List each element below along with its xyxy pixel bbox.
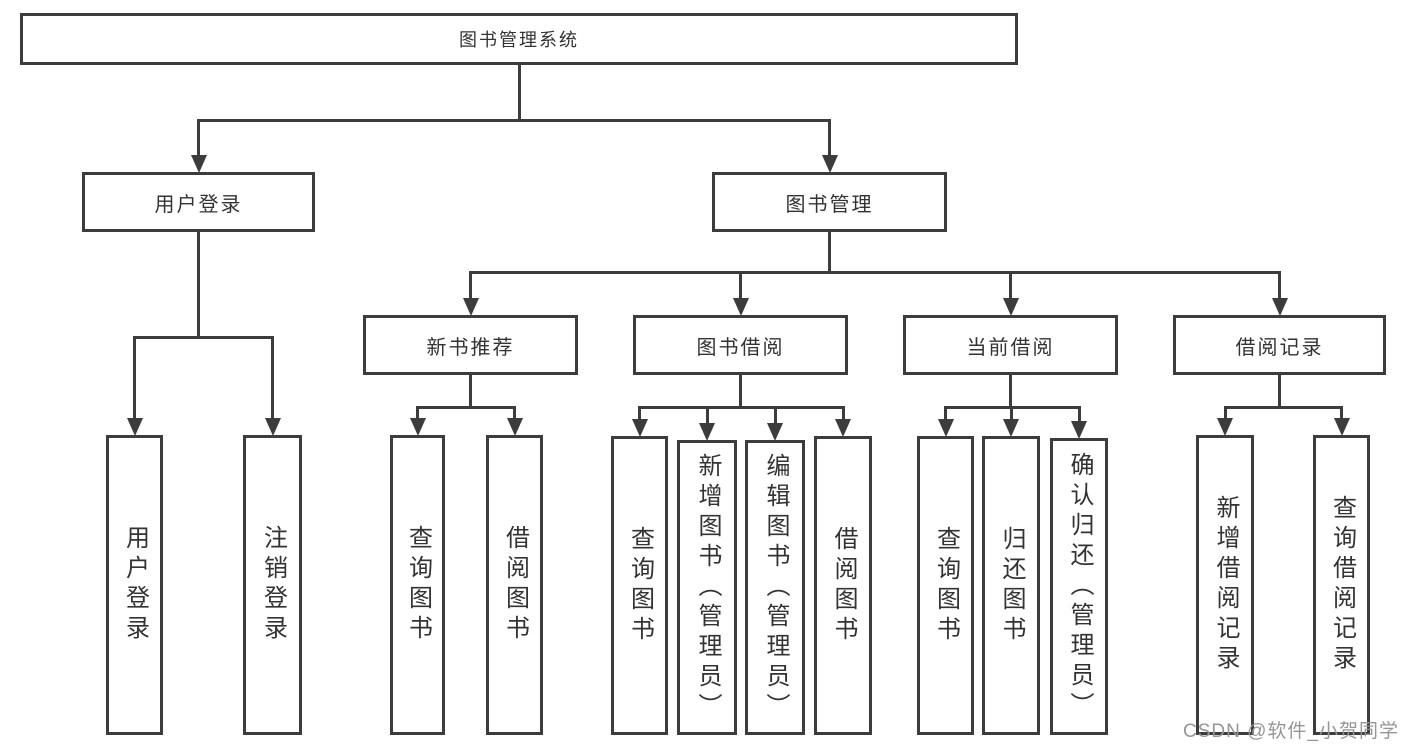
- connector-drop: [416, 407, 419, 420]
- connector-drop: [271, 337, 274, 420]
- arrowhead-down-icon: [1271, 298, 1288, 316]
- arrowhead-down-icon: [1217, 418, 1233, 436]
- connector-drop: [469, 272, 472, 300]
- arrowhead-down-icon: [821, 155, 838, 173]
- node-bor-borrow: 借阅图书: [814, 436, 872, 735]
- node-label: 新增图书（管理员）: [694, 452, 721, 723]
- node-label: 查询图书: [404, 525, 432, 645]
- connector-drop: [1009, 407, 1013, 421]
- connector-drop: [513, 407, 516, 420]
- connector-branch: [197, 118, 831, 122]
- node-bor-edit: 编辑图书（管理员）: [745, 440, 805, 735]
- connector-drop: [773, 407, 777, 425]
- connector-stem: [517, 64, 521, 122]
- connector-drop: [197, 120, 200, 157]
- connector-stem: [469, 374, 472, 409]
- node-logout: 注销登录: [243, 435, 302, 735]
- connector-drop: [1223, 407, 1227, 420]
- connector-branch: [416, 405, 516, 409]
- connector-branch: [469, 270, 1281, 274]
- connector-branch: [133, 335, 274, 339]
- node-label: 新书推荐: [426, 336, 515, 359]
- connector-drop: [1009, 272, 1012, 300]
- node-bor-query: 查询图书: [611, 436, 668, 735]
- node-records: 借阅记录: [1173, 315, 1386, 375]
- arrowhead-down-icon: [1333, 418, 1350, 436]
- watermark: CSDN @软件_小贺同学: [1183, 721, 1399, 742]
- node-bor-add: 新增图书（管理员）: [677, 440, 737, 735]
- node-cur-confirm: 确认归还（管理员）: [1050, 438, 1108, 735]
- connector-drop: [1340, 407, 1343, 420]
- arrowhead-down-icon: [506, 418, 523, 436]
- node-label: 查询借阅记录: [1328, 495, 1356, 675]
- node-label: 查询图书: [932, 525, 960, 646]
- node-borrowing: 图书借阅: [633, 315, 848, 375]
- connector-stem: [1009, 374, 1012, 409]
- arrowhead-down-icon: [462, 298, 479, 316]
- node-label: 借阅图书: [830, 525, 857, 646]
- node-rec-borrow: 借阅图书: [486, 435, 543, 735]
- node-recd-add: 新增借阅记录: [1196, 435, 1254, 735]
- arrowhead-down-icon: [264, 418, 281, 436]
- node-root: 图书管理系统: [20, 13, 1018, 65]
- connector-drop: [705, 407, 709, 425]
- arrowhead-down-icon: [937, 419, 954, 437]
- node-rec-query: 查询图书: [390, 435, 445, 735]
- node-label: 借阅记录: [1235, 336, 1324, 359]
- node-label: 查询图书: [626, 525, 654, 646]
- node-current: 当前借阅: [903, 315, 1118, 375]
- node-label: 确认归还（管理员）: [1066, 451, 1093, 722]
- node-cur-query: 查询图书: [917, 436, 974, 735]
- node-label: 图书管理系统: [459, 30, 579, 50]
- arrowhead-down-icon: [1003, 419, 1019, 437]
- node-label: 用户登录: [121, 525, 149, 645]
- arrowhead-down-icon: [767, 423, 783, 441]
- node-user-login: 用户登录: [82, 172, 315, 232]
- node-new-rec: 新书推荐: [363, 315, 578, 375]
- arrowhead-down-icon: [190, 155, 207, 173]
- connector-drop: [841, 407, 845, 421]
- node-label: 当前借阅: [966, 336, 1055, 359]
- arrowhead-down-icon: [126, 418, 143, 436]
- node-label: 归还图书: [998, 525, 1025, 646]
- arrowhead-down-icon: [1002, 298, 1019, 316]
- connector-drop: [1077, 407, 1081, 423]
- connector-branch: [1223, 405, 1343, 409]
- node-book-mgmt: 图书管理: [712, 172, 947, 232]
- connector-drop: [944, 407, 947, 421]
- connector-stem: [828, 231, 831, 274]
- arrowhead-down-icon: [699, 423, 715, 441]
- connector-drop: [133, 337, 136, 420]
- connector-drop: [638, 407, 641, 421]
- connector-stem: [1278, 374, 1281, 409]
- node-label: 注销登录: [259, 525, 287, 645]
- connector-stem: [739, 374, 742, 409]
- node-label: 编辑图书（管理员）: [762, 452, 789, 723]
- node-login: 用户登录: [106, 435, 163, 735]
- node-label: 用户登录: [154, 193, 243, 216]
- node-recd-query: 查询借阅记录: [1313, 435, 1370, 735]
- node-label: 图书管理: [785, 193, 874, 216]
- arrowhead-down-icon: [631, 419, 648, 437]
- node-label: 新增借阅记录: [1212, 495, 1239, 675]
- node-label: 图书借阅: [696, 336, 785, 359]
- arrowhead-down-icon: [409, 418, 426, 436]
- node-label: 借阅图书: [501, 525, 529, 645]
- connector-drop: [828, 120, 831, 157]
- connector-drop: [1278, 272, 1281, 300]
- connector-stem: [197, 231, 200, 339]
- connector-branch: [638, 405, 845, 409]
- arrowhead-down-icon: [732, 298, 749, 316]
- arrowhead-down-icon: [1071, 421, 1087, 439]
- node-cur-return: 归还图书: [982, 436, 1040, 735]
- connector-drop: [739, 272, 742, 300]
- arrowhead-down-icon: [835, 419, 851, 437]
